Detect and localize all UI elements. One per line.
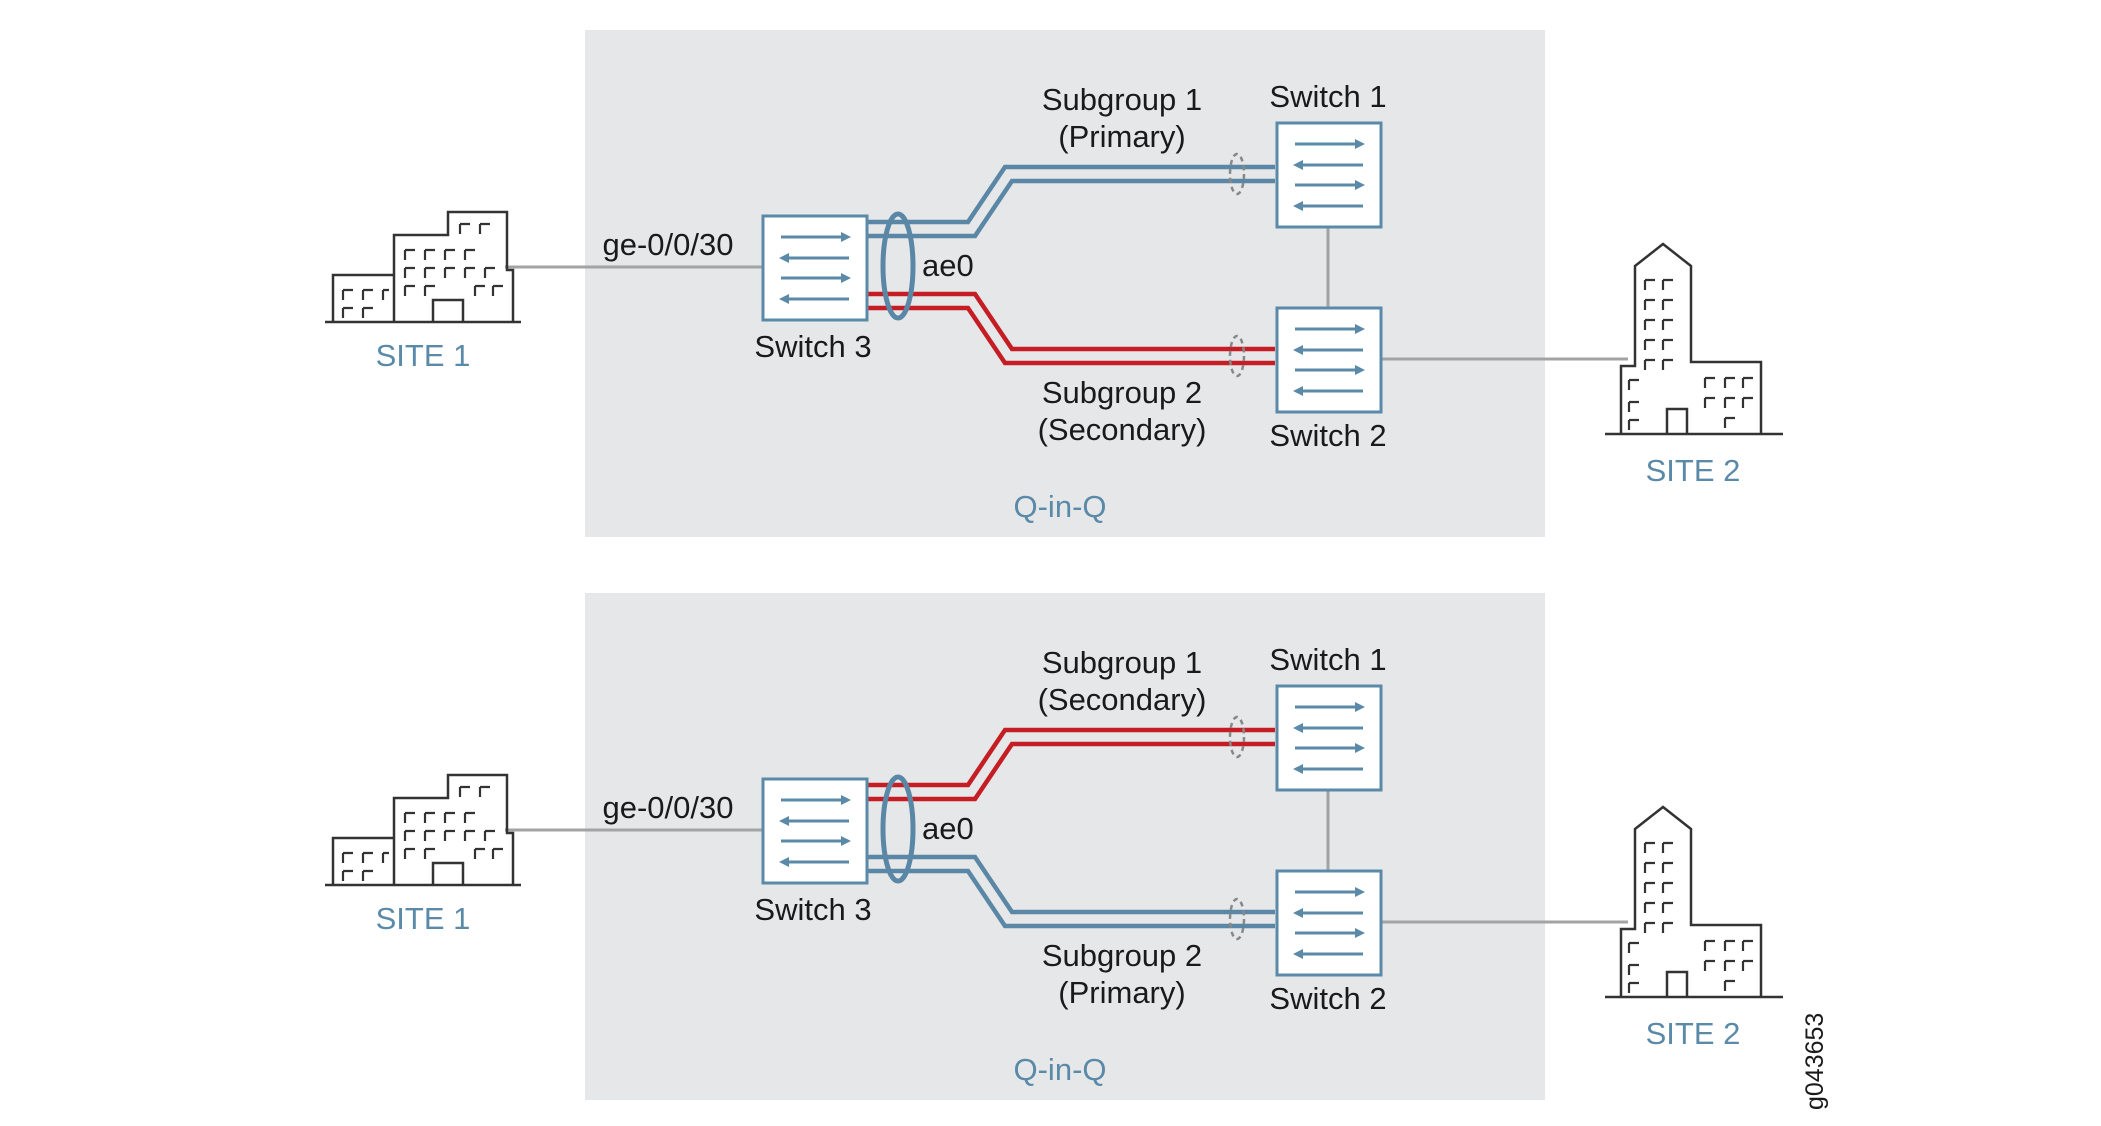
lower-subgroup-role: (Primary) — [1058, 975, 1185, 1010]
lag-marker-upper — [1228, 152, 1246, 196]
upper-subgroup-role: (Primary) — [1058, 119, 1185, 154]
ae0-lag-ring — [880, 211, 916, 321]
upper-subgroup-role: (Secondary) — [1038, 682, 1207, 717]
site-left-label: SITE 1 — [376, 338, 471, 373]
upper-subgroup-link — [867, 164, 1275, 239]
site-left-label: SITE 1 — [376, 901, 471, 936]
switch-2-label: Switch 2 — [1269, 981, 1386, 1016]
switch-1-label: Switch 1 — [1269, 642, 1386, 677]
qinq-label: Q-in-Q — [1014, 489, 1107, 524]
lower-subgroup-name: Subgroup 2 — [1042, 938, 1202, 973]
lower-subgroup-link — [867, 854, 1275, 929]
lag-marker-upper — [1228, 715, 1246, 759]
switch-2-icon[interactable] — [1275, 306, 1383, 414]
switch-1-icon[interactable] — [1275, 121, 1383, 229]
switch-1-icon[interactable] — [1275, 684, 1383, 792]
lag-label: ae0 — [922, 248, 974, 283]
qinq-label: Q-in-Q — [1014, 1052, 1107, 1087]
switch-2-icon[interactable] — [1275, 869, 1383, 977]
lower-subgroup-link — [867, 291, 1275, 366]
lower-subgroup-role: (Secondary) — [1038, 412, 1207, 447]
switch-1-label: Switch 1 — [1269, 79, 1386, 114]
upper-subgroup-name: Subgroup 1 — [1042, 82, 1202, 117]
switch-3-icon[interactable] — [761, 777, 869, 885]
interface-label: ge-0/0/30 — [603, 790, 734, 825]
site1-building-icon — [323, 773, 523, 887]
switch-3-label: Switch 3 — [754, 329, 871, 364]
lag-marker-lower — [1228, 897, 1246, 941]
site-right-label: SITE 2 — [1646, 1016, 1741, 1051]
interface-label: ge-0/0/30 — [603, 227, 734, 262]
qinq-region — [585, 593, 1545, 1100]
ae0-lag-ring — [880, 774, 916, 884]
site2-building-icon — [1603, 805, 1785, 999]
upper-subgroup-link — [867, 727, 1275, 802]
qinq-region — [585, 30, 1545, 537]
site1-building-icon — [323, 210, 523, 324]
lag-label: ae0 — [922, 811, 974, 846]
site2-building-icon — [1603, 242, 1785, 436]
switch-3-label: Switch 3 — [754, 892, 871, 927]
lower-subgroup-name: Subgroup 2 — [1042, 375, 1202, 410]
figure-id: g043653 — [1801, 1013, 1829, 1110]
site-right-label: SITE 2 — [1646, 453, 1741, 488]
switch-3-icon[interactable] — [761, 214, 869, 322]
lag-marker-lower — [1228, 334, 1246, 378]
switch-2-label: Switch 2 — [1269, 418, 1386, 453]
upper-subgroup-name: Subgroup 1 — [1042, 645, 1202, 680]
